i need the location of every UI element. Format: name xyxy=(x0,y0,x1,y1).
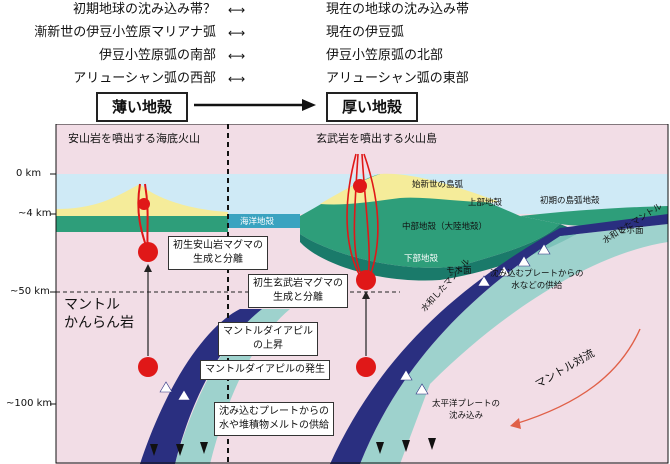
row-right-label: アリューシャン弧の東部 xyxy=(326,71,469,86)
row-left-label: 初期地球の沈み込み帯？ xyxy=(72,2,216,17)
left-diapir-origin xyxy=(138,357,158,377)
depth-label: ~4 km xyxy=(18,208,52,219)
depth-label: ~50 km xyxy=(10,286,50,297)
diagram-frame xyxy=(55,124,669,464)
right-hydrated-mantle xyxy=(360,224,668,464)
oceanic-crust-label: 海洋地殻 xyxy=(240,217,275,227)
comparison-row: 漸新世の伊豆小笠原マリアナ弧 ⟷ 現在の伊豆弧 xyxy=(0,24,670,42)
panel-left-title: 安山岩を噴出する海底火山 xyxy=(68,132,200,145)
initial-arc-crust-label: 初期の島弧地殻 xyxy=(540,196,600,206)
melt-supply-callout: 沈み込むプレートからの 水や堆積物メルトの供給 xyxy=(214,402,334,436)
depth-label: 0 km xyxy=(16,168,42,179)
comparison-row: 初期地球の沈み込み帯？ ⟷ 現在の地球の沈み込み帯 xyxy=(0,1,670,19)
convection-arrow xyxy=(514,328,641,425)
mantle-wedge-label: マントル かんらん岩 xyxy=(64,297,134,331)
double-arrow-icon: ⟷ xyxy=(228,72,246,86)
comparison-row: アリューシャン弧の西部 ⟷ アリューシャン弧の東部 xyxy=(0,70,670,88)
left-crust xyxy=(56,214,228,232)
left-slab xyxy=(140,309,262,464)
right-diapir-origin xyxy=(356,357,376,377)
pacific-plate-label: 太平洋プレートの 沈み込み xyxy=(432,399,501,421)
thick-crust-box: 厚い地殻 xyxy=(326,92,418,122)
basalt-magma-callout: 初生玄武岩マグマの 生成と分離 xyxy=(248,274,348,308)
row-right-label: 現在の伊豆弧 xyxy=(326,25,405,40)
moho-label: モホ面 xyxy=(618,226,644,236)
row-right-label: 現在の地球の沈み込み帯 xyxy=(326,2,470,17)
double-arrow-icon: ⟷ xyxy=(228,26,246,40)
upper-crust-label: 上部地殻 xyxy=(468,198,503,208)
water-supply-label: 沈み込むプレートからの 水などの供給 xyxy=(490,269,584,291)
row-left-label: 伊豆小笠原弧の南部 xyxy=(98,48,216,63)
double-arrow-icon: ⟷ xyxy=(228,49,246,63)
oceanic-crust xyxy=(228,214,300,228)
fluid-up-arrows xyxy=(159,243,551,401)
andesite-magma-callout: 初生安山岩マグマの 生成と分離 xyxy=(168,236,268,270)
row-right-label: 伊豆小笠原弧の北部 xyxy=(326,48,444,63)
diapir-rise-callout: マントルダイアピル の上昇 xyxy=(218,322,318,356)
panel-right-title: 玄武岩を噴出する火山島 xyxy=(316,132,437,145)
left-magma-source xyxy=(138,242,158,262)
slab-down-arrows xyxy=(150,438,436,456)
middle-crust-label: 中部地殻（大陸地殻） xyxy=(402,222,488,232)
lower-crust-label: 下部地殻 xyxy=(404,254,439,264)
right-magma-source xyxy=(356,270,376,290)
cross-section xyxy=(50,124,669,464)
left-magma-chamber xyxy=(138,198,150,210)
moho-label: モホ面 xyxy=(446,266,472,276)
thin-crust-box: 薄い地殻 xyxy=(96,92,188,122)
right-magma-chamber xyxy=(353,179,367,193)
eocene-arc-label: 始新世の島弧 xyxy=(412,180,464,190)
left-hydrated-mantle xyxy=(175,309,290,464)
arrow-right-icon xyxy=(194,99,316,111)
right-slab xyxy=(330,214,668,464)
lower-crust xyxy=(300,224,580,281)
row-left-label: アリューシャン弧の西部 xyxy=(73,71,216,86)
comparison-row: 伊豆小笠原弧の南部 ⟷ 伊豆小笠原弧の北部 xyxy=(0,47,670,65)
depth-label: ~100 km xyxy=(6,398,53,409)
double-arrow-icon: ⟷ xyxy=(228,3,246,17)
row-left-label: 漸新世の伊豆小笠原マリアナ弧 xyxy=(34,25,216,40)
diapir-origin-callout: マントルダイアピルの発生 xyxy=(200,360,330,380)
